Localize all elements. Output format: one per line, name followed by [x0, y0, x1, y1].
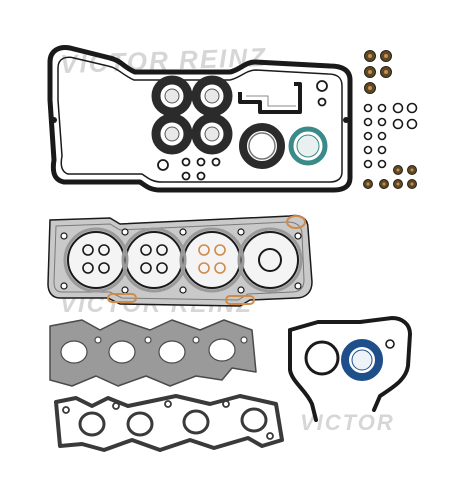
o-rings	[157, 80, 328, 181]
spark-plug-tube-seals	[151, 75, 233, 155]
bracket-gasket	[238, 82, 302, 114]
timing-cover-gasket	[288, 316, 412, 422]
valve-cover-gasket	[47, 45, 353, 193]
intake-manifold-gasket	[49, 319, 257, 387]
valve-stem-seals	[363, 50, 418, 189]
crankshaft-seal	[341, 339, 383, 381]
camshaft-seals	[239, 123, 328, 169]
exhaust-manifold-gasket	[54, 394, 284, 452]
cylinder-head-gasket	[47, 214, 313, 307]
